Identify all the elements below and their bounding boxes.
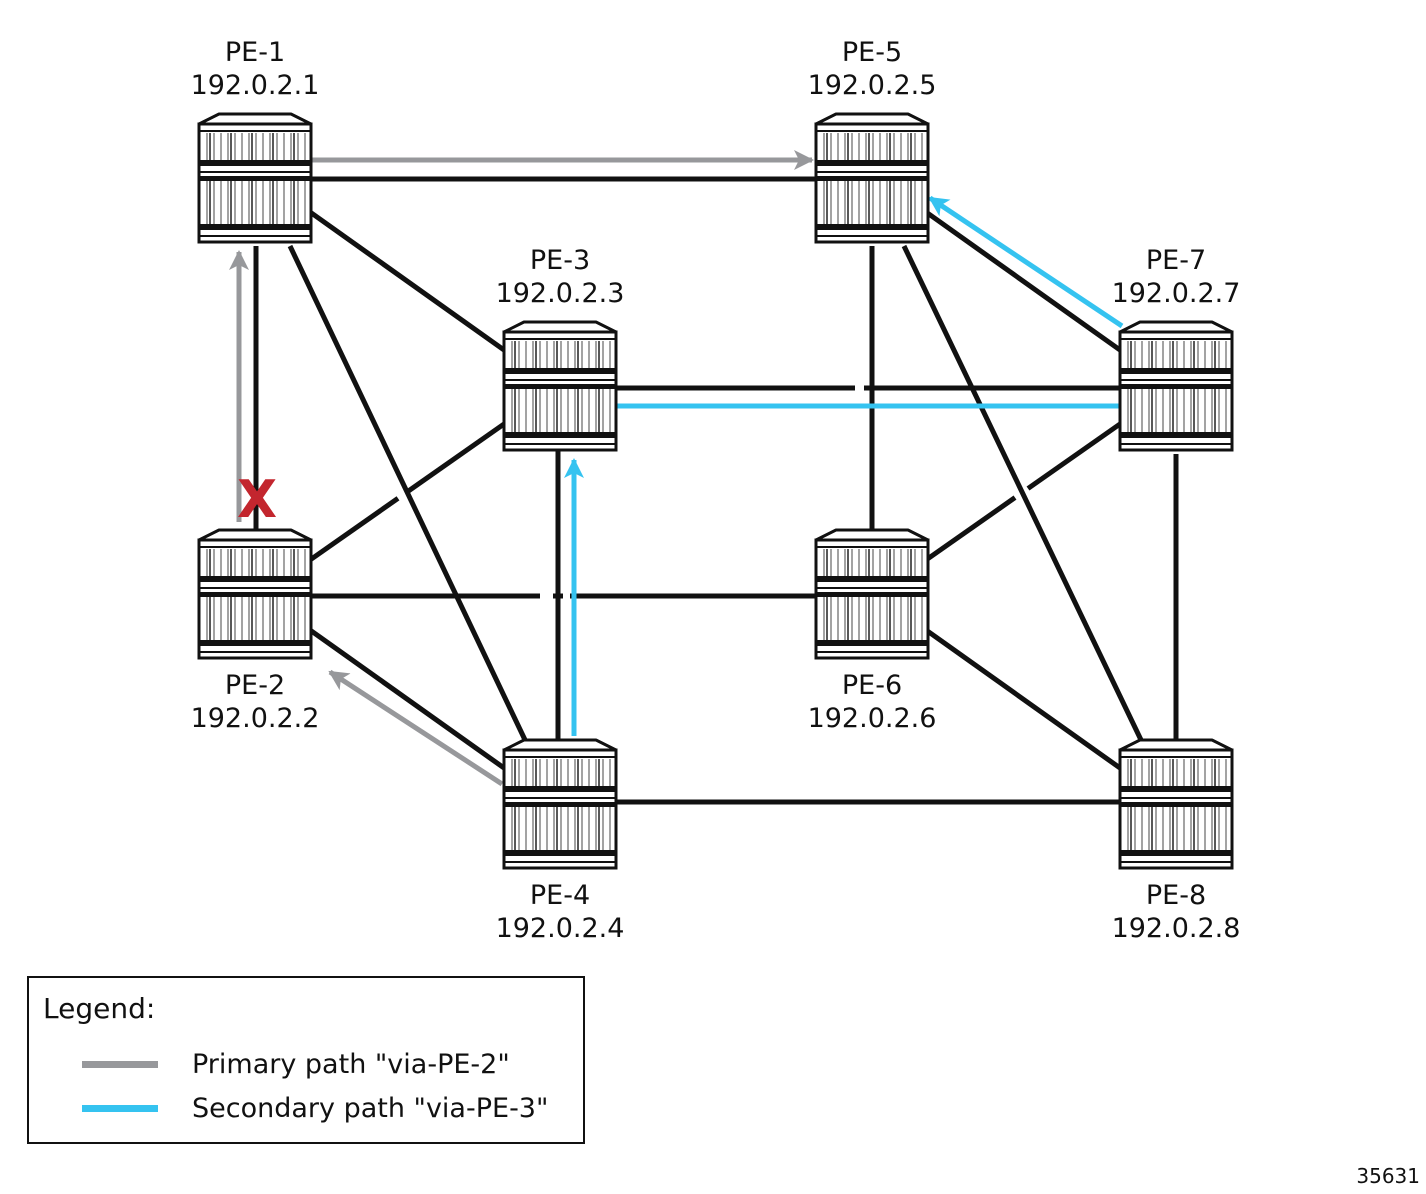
primary-path-arrow-pe-4-to-pe-2	[328, 669, 504, 787]
router-icon	[1118, 320, 1234, 452]
link-pe-1-pe-3	[308, 209, 506, 353]
link-pe-1-pe-4	[287, 244, 529, 744]
node-name: PE-2	[225, 670, 285, 701]
link-pe-2-pe-3	[406, 421, 506, 494]
node-name: PE-5	[842, 37, 902, 68]
link-pe-2-pe-3	[308, 496, 400, 563]
link-pe-5-pe-8	[901, 244, 1145, 744]
legend-item-secondary: Secondary path "via-PE-3"	[82, 1088, 548, 1128]
links-layer	[253, 176, 1179, 805]
link-pe-5-pe-7	[924, 209, 1122, 353]
link-pe-6-pe-7	[924, 495, 1017, 563]
secondary-path-swatch	[82, 1104, 158, 1112]
figure-id: 35631	[1356, 1164, 1420, 1188]
node-name: PE-7	[1146, 245, 1206, 276]
node-ip: 192.0.2.4	[496, 913, 625, 944]
link-pe-6-pe-7	[1026, 421, 1122, 491]
node-ip: 192.0.2.3	[496, 278, 625, 309]
node-name: PE-4	[530, 880, 590, 911]
router-icon	[502, 320, 618, 452]
secondary-path-arrow-pe-7-to-pe-5	[928, 195, 1124, 329]
node-ip: 192.0.2.1	[191, 70, 320, 101]
legend: Legend: Primary path "via-PE-2" Secondar…	[27, 976, 585, 1144]
link-pe-2-pe-4	[308, 627, 506, 771]
router-icon	[1118, 738, 1234, 870]
legend-item-primary: Primary path "via-PE-2"	[82, 1044, 510, 1084]
node-ip: 192.0.2.7	[1112, 278, 1241, 309]
router-icon	[814, 112, 930, 244]
router-icon	[197, 528, 313, 660]
node-ip: 192.0.2.6	[808, 703, 937, 734]
legend-label-primary: Primary path "via-PE-2"	[192, 1048, 510, 1080]
router-icon	[197, 112, 313, 244]
node-ip: 192.0.2.5	[808, 70, 937, 101]
paths-layer	[229, 150, 1144, 787]
nodes-layer: PE-1192.0.2.1PE-2192.0.2.2PE-3192.0.2.3P…	[191, 37, 1241, 944]
node-name: PE-3	[530, 245, 590, 276]
legend-title: Legend:	[43, 992, 156, 1025]
node-name: PE-1	[225, 37, 285, 68]
node-name: PE-8	[1146, 880, 1206, 911]
router-icon	[814, 528, 930, 660]
link-pe-6-pe-8	[924, 627, 1122, 771]
primary-path-swatch	[82, 1060, 158, 1068]
node-ip: 192.0.2.2	[191, 703, 320, 734]
legend-label-secondary: Secondary path "via-PE-3"	[192, 1092, 549, 1124]
link-failure-marker: X	[237, 470, 277, 530]
router-icon	[502, 738, 618, 870]
node-name: PE-6	[842, 670, 902, 701]
node-ip: 192.0.2.8	[1112, 913, 1241, 944]
